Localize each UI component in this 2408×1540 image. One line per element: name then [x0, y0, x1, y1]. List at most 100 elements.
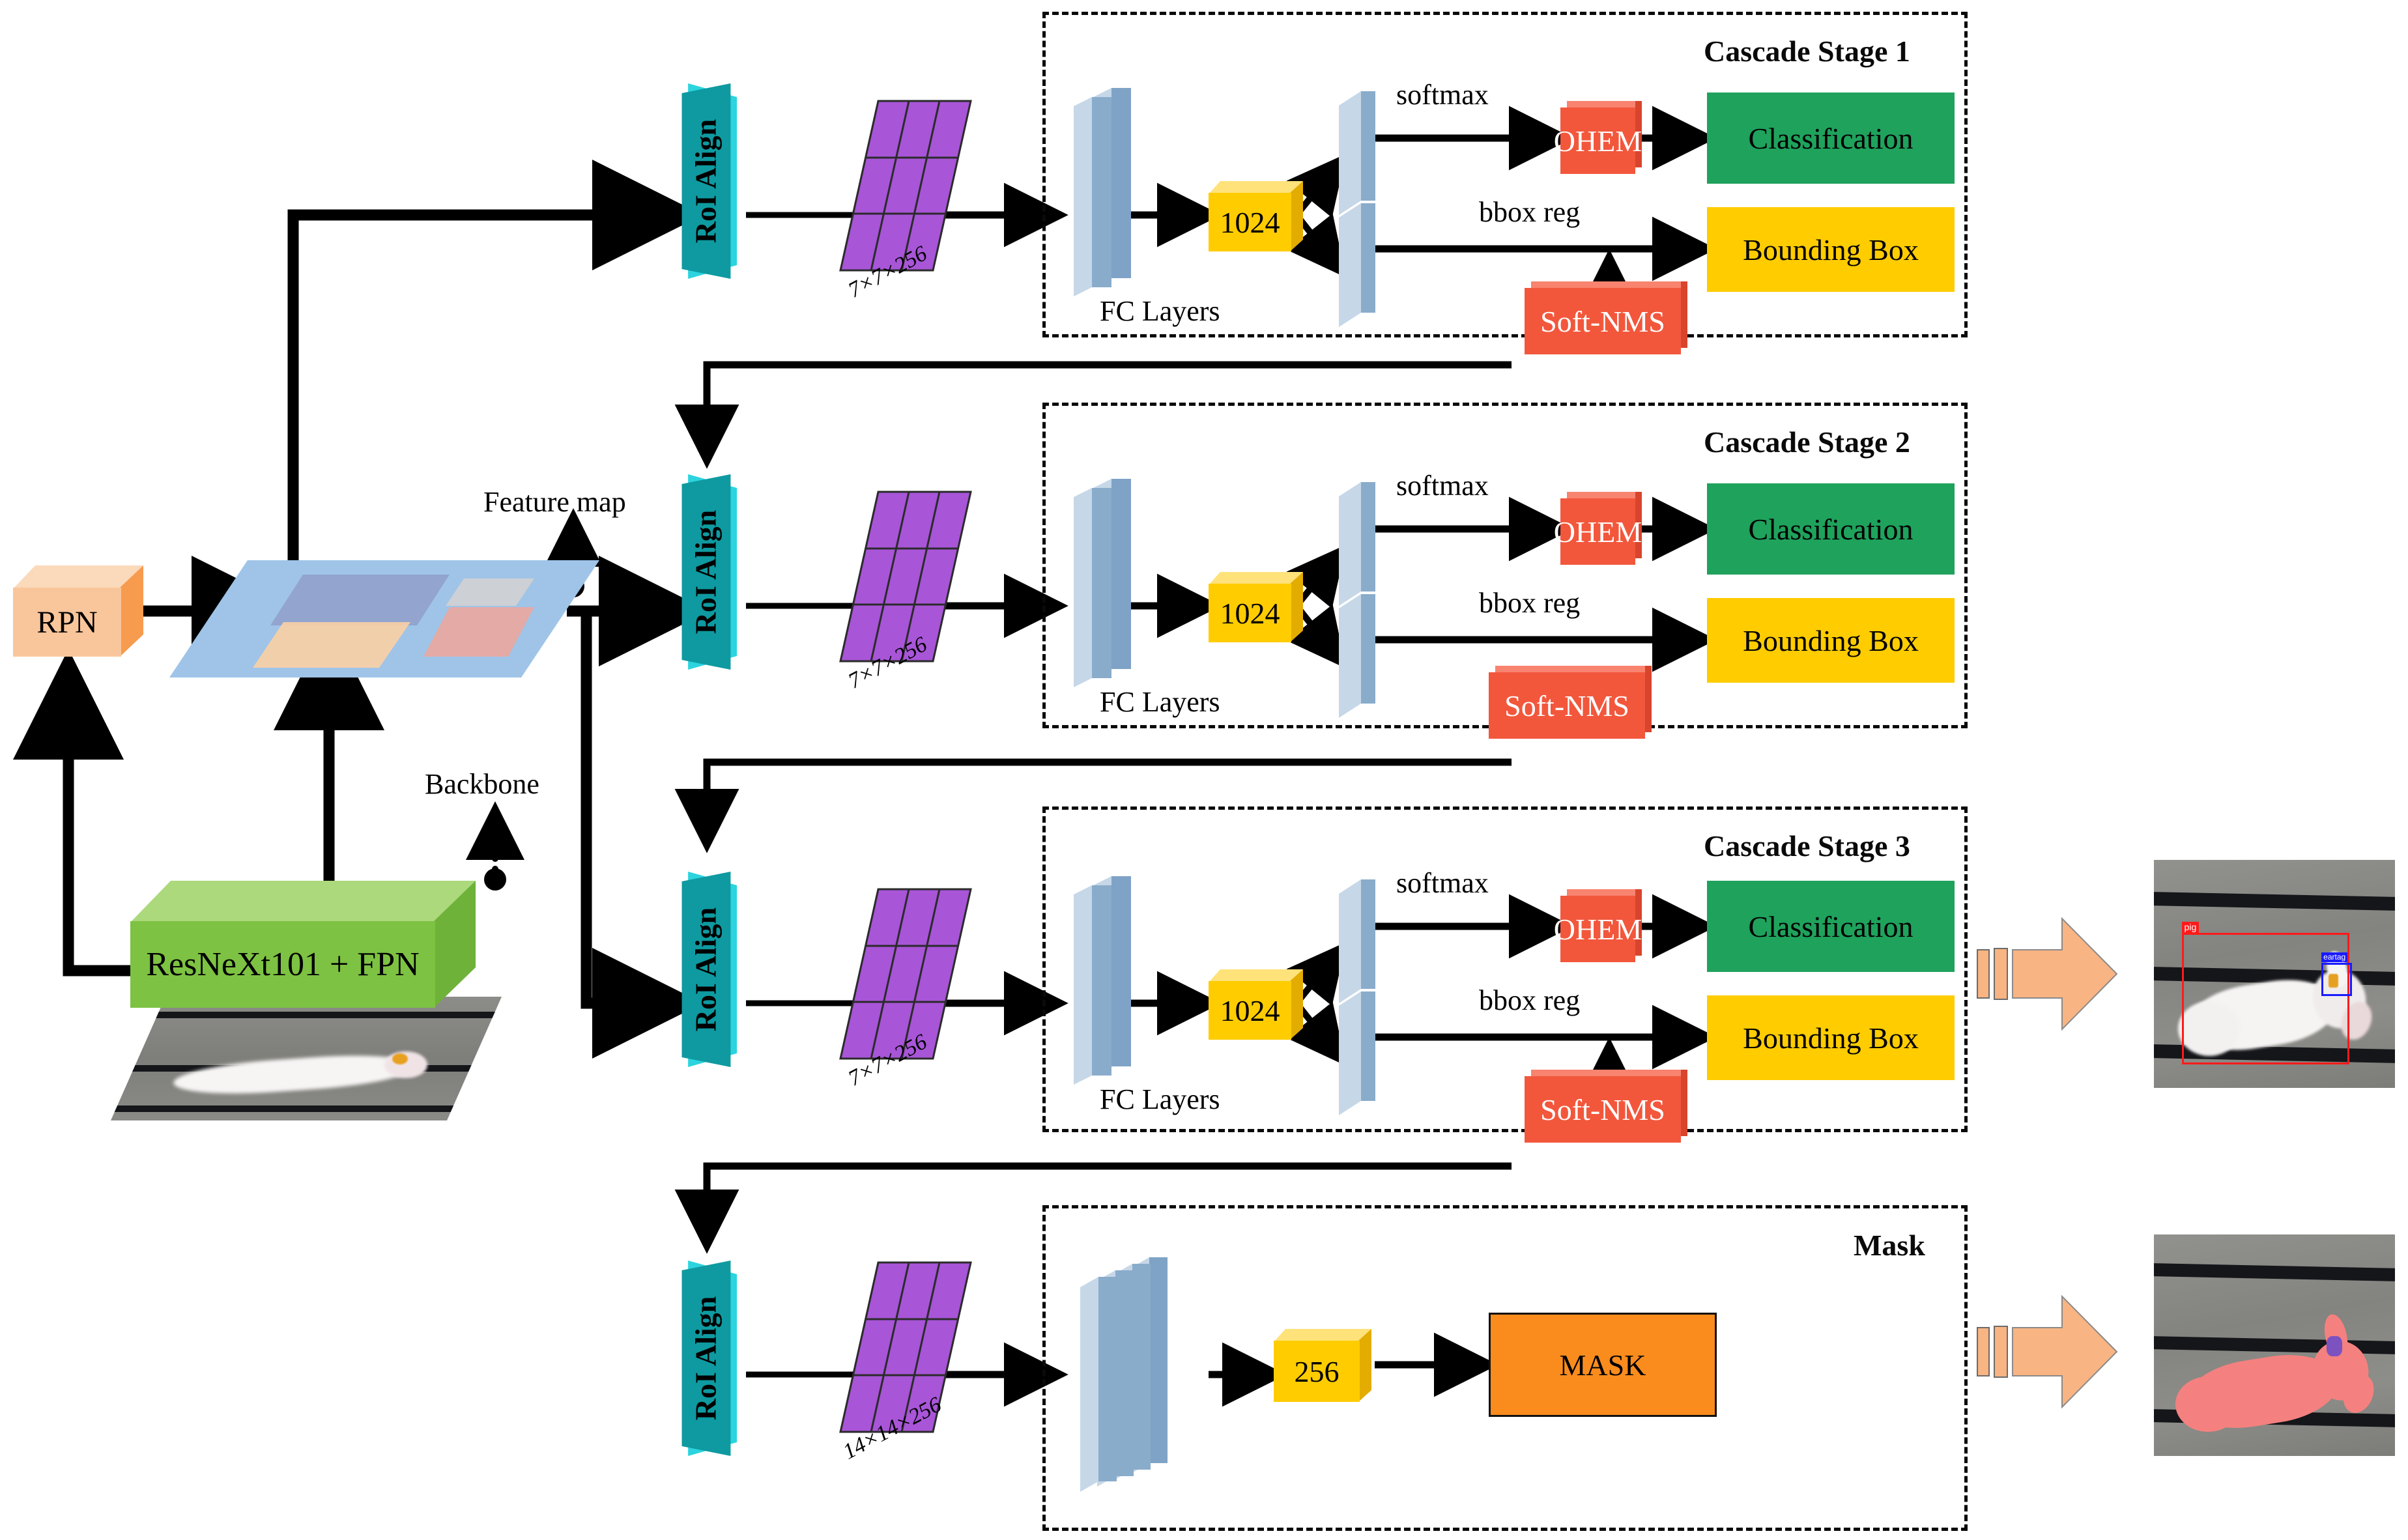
roi-align-face	[681, 872, 731, 1067]
ohem-label: OHEM	[1554, 107, 1642, 174]
floor-slat	[2154, 1262, 2395, 1282]
detection-bbox-pig-label: pig	[2181, 921, 2200, 933]
fc-units-side-face	[1290, 181, 1303, 251]
softmax-head-sheet-stage1	[1339, 91, 1378, 215]
fc-layers-sheets-stage3	[1054, 876, 1178, 1085]
classification-output-stage1[interactable]: Classification	[1707, 93, 1955, 184]
rpn-label: RPN	[13, 588, 121, 657]
backbone-block: ResNeXt101 + FPN	[130, 881, 476, 1008]
pig-rear	[2178, 1001, 2241, 1056]
backbone-annotation: Backbone	[425, 768, 539, 800]
fc-layers-label-stage1: FC Layers	[1100, 295, 1220, 327]
cascade-stage-1-container	[1042, 12, 1968, 337]
classification-output-stage2[interactable]: Classification	[1707, 483, 1955, 575]
cascade-stage-1-title: Cascade Stage 1	[1704, 35, 1910, 68]
fc-units-top-face	[1209, 181, 1303, 194]
roi-grid-stage1	[839, 100, 972, 272]
bbox-head-sheet-stage2	[1339, 594, 1378, 718]
softmax-label-stage2: softmax	[1396, 470, 1489, 502]
bbox-reg-label-stage1: bbox reg	[1479, 196, 1581, 228]
softnms-top-face	[1531, 281, 1687, 288]
fc-units-label: 1024	[1209, 584, 1291, 642]
fc-units-box-stage2: 1024	[1209, 572, 1303, 642]
bbox-head-sheet-stage3	[1339, 991, 1378, 1115]
softmax-label-stage3: softmax	[1396, 867, 1489, 899]
fc-layers-sheets-stage2	[1054, 479, 1178, 687]
fc-layers-label-stage3: FC Layers	[1100, 1083, 1220, 1115]
fc-units-box-stage1: 1024	[1209, 181, 1303, 251]
rpn-top-face	[13, 565, 143, 589]
mask-stage-container	[1042, 1205, 1968, 1531]
eartag-mask	[2326, 1336, 2342, 1356]
cascade-stage-2-title: Cascade Stage 2	[1704, 425, 1910, 459]
backbone-input-photo	[111, 997, 502, 1120]
softmax-head-sheet-stage2	[1339, 482, 1378, 606]
roi-align-face	[681, 1261, 731, 1456]
ohem-top-face	[1567, 889, 1642, 896]
fc-units-side-face	[1290, 969, 1303, 1040]
feature-map-plane	[169, 560, 599, 677]
backbone-top-face	[130, 881, 476, 922]
roi-align-stage2[interactable]: RoI Align	[674, 474, 737, 670]
bbox-head-sheet-stage1	[1339, 203, 1378, 327]
fc-units-side-face	[1290, 572, 1303, 642]
roi-align-face	[681, 474, 731, 670]
bbox-reg-label-stage2: bbox reg	[1479, 587, 1581, 619]
ohem-top-face	[1567, 492, 1642, 498]
floor-slat	[2154, 891, 2395, 911]
roi-align-stage1[interactable]: RoI Align	[674, 83, 737, 279]
softmax-head-sheet-stage3	[1339, 879, 1378, 1003]
mask-units-label: 256	[1274, 1341, 1360, 1402]
bounding-box-output-stage1[interactable]: Bounding Box	[1707, 207, 1955, 292]
segmentation-output-image	[2154, 1234, 2395, 1456]
mask-stage-title: Mask	[1854, 1229, 1925, 1262]
ohem-label: OHEM	[1554, 896, 1642, 962]
bounding-box-output-stage2[interactable]: Bounding Box	[1707, 598, 1955, 683]
ohem-side-face	[1635, 889, 1642, 956]
roi-align-stage3[interactable]: RoI Align	[674, 872, 737, 1067]
softmax-label-stage1: softmax	[1396, 79, 1489, 111]
roi-align-label: RoI Align	[689, 119, 723, 244]
fc-units-label: 1024	[1209, 193, 1291, 251]
softnms-top-face	[1531, 1070, 1687, 1076]
roi-align-label: RoI Align	[689, 907, 723, 1032]
feature-map-annotation: Feature map	[483, 486, 626, 518]
softnms-box-stage2[interactable]: Soft-NMS	[1489, 666, 1652, 739]
softnms-top-face	[1495, 666, 1652, 672]
mask-conv-units-box: 256	[1274, 1329, 1371, 1402]
roi-align-label: RoI Align	[689, 509, 723, 635]
softnms-label: Soft-NMS	[1525, 1076, 1681, 1143]
softnms-box-stage1[interactable]: Soft-NMS	[1525, 281, 1687, 354]
ohem-top-face	[1567, 101, 1642, 107]
fc-layers-label-stage2: FC Layers	[1100, 686, 1220, 718]
mask-units-top-face	[1274, 1329, 1371, 1342]
ohem-side-face	[1635, 101, 1642, 167]
ohem-label: OHEM	[1554, 498, 1642, 565]
roi-grid-mask	[839, 1261, 972, 1433]
rpn-block: RPN	[13, 565, 143, 657]
roi-align-label: RoI Align	[689, 1296, 723, 1421]
roi-align-mask[interactable]: RoI Align	[674, 1261, 737, 1456]
roi-align-face	[681, 83, 731, 279]
ohem-box-stage2[interactable]: OHEM	[1554, 492, 1642, 565]
softnms-label: Soft-NMS	[1525, 288, 1681, 354]
fc-units-top-face	[1209, 969, 1303, 982]
mask-output-box[interactable]: MASK	[1489, 1313, 1717, 1417]
detection-output-arrow	[1977, 912, 2121, 1036]
softnms-side-face	[1645, 666, 1652, 732]
bounding-box-output-stage3[interactable]: Bounding Box	[1707, 995, 1955, 1080]
softnms-side-face	[1681, 1070, 1687, 1136]
fc-units-box-stage3: 1024	[1209, 969, 1303, 1040]
ohem-box-stage1[interactable]: OHEM	[1554, 101, 1642, 174]
classification-output-stage3[interactable]: Classification	[1707, 881, 1955, 972]
mask-conv-sheets	[1061, 1257, 1211, 1492]
softnms-side-face	[1681, 281, 1687, 348]
detection-bbox-eartag	[2321, 962, 2352, 996]
softnms-box-stage3[interactable]: Soft-NMS	[1525, 1070, 1687, 1143]
detection-bbox-pig	[2181, 933, 2350, 1064]
ohem-box-stage3[interactable]: OHEM	[1554, 889, 1642, 962]
detection-bbox-eartag-label: eartag	[2321, 952, 2348, 962]
eartag-patch	[2329, 974, 2339, 988]
fc-units-top-face	[1209, 572, 1303, 585]
